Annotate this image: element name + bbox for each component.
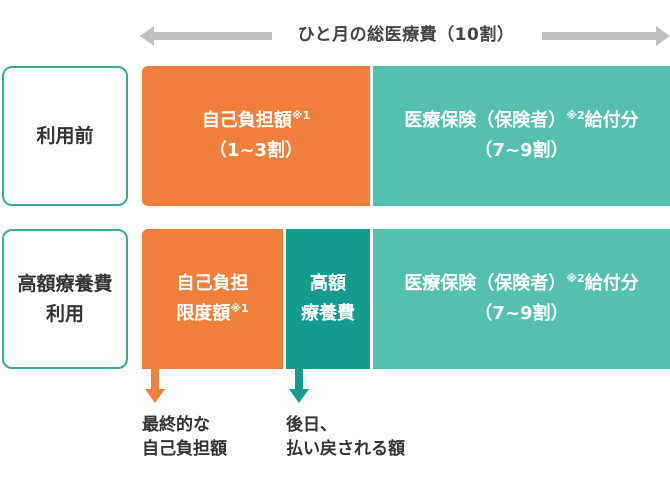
insurance-benefit-title-2: 医療保険（保険者）※2給付分 xyxy=(404,272,639,294)
self-pay-block: 自己負担額※1 （1~3割） xyxy=(142,66,370,206)
high-cost-medical-block: 高額 療養費 xyxy=(286,229,370,369)
self-pay-limit-line1: 自己負担 xyxy=(176,273,249,294)
self-pay-title: 自己負担額※1 xyxy=(201,109,311,131)
final-self-pay-note: 最終的な 自己負担額 xyxy=(142,415,227,459)
self-pay-ratio: （1~3割） xyxy=(208,140,304,161)
insurance-benefit-title: 医療保険（保険者）※2給付分 xyxy=(404,109,639,131)
high-cost-line2: 療養費 xyxy=(301,303,355,324)
total-span-right-arrow-icon xyxy=(542,26,670,46)
row-label-text-line1: 高額療養費 xyxy=(17,273,113,295)
refund-note: 後日、 払い戻される額 xyxy=(286,415,405,459)
insurance-benefit-ratio: （7~9割） xyxy=(474,140,569,161)
refund-arrow-icon xyxy=(289,369,309,403)
row-label-text-line2: 利用 xyxy=(45,303,84,325)
high-cost-line1: 高額 xyxy=(310,273,346,294)
self-pay-limit-block: 自己負担 限度額※1 xyxy=(142,229,283,369)
final-self-pay-arrow-icon xyxy=(145,369,165,403)
row-label-text: 利用前 xyxy=(36,125,94,147)
row-label-high-cost-use: 高額療養費 利用 xyxy=(2,229,128,369)
row-label-before-use: 利用前 xyxy=(2,66,128,206)
insurance-benefit-block: 医療保険（保険者）※2給付分 （7~9割） xyxy=(373,66,670,206)
total-span-left-arrow-icon xyxy=(140,26,272,46)
insurance-benefit-block-2: 医療保険（保険者）※2給付分 （7~9割） xyxy=(373,229,670,369)
total-cost-title: ひと月の総医療費（10割） xyxy=(297,25,515,45)
insurance-benefit-ratio-2: （7~9割） xyxy=(474,303,569,324)
self-pay-limit-line2: 限度額※1 xyxy=(176,302,249,324)
